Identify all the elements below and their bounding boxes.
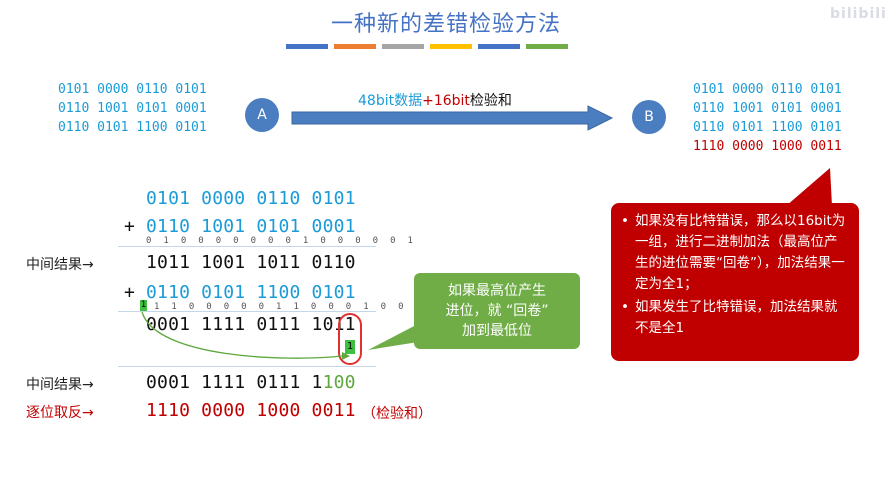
checksum-note: （检验和） [362, 406, 432, 422]
verification-callout: 如果没有比特错误，那么以16bit为一组，进行二进制加法（最高位产生的进位需要“… [611, 203, 859, 361]
stripe-3 [382, 44, 424, 49]
red-callout-pointer [786, 168, 832, 206]
intermediate-result-2: 0001 1111 0111 1100 [146, 372, 356, 394]
sum-divider-1 [118, 246, 376, 247]
stripe-6 [526, 44, 568, 49]
wraparound-highlight [338, 313, 362, 365]
intermediate-label-1: 中间结果→ [26, 257, 94, 273]
green-callout-pointer [368, 324, 418, 350]
node-b-circle: B [632, 100, 666, 134]
receiver-checksum-line: 1110 0000 1000 0011 [693, 139, 842, 154]
raw-sum: 0001 1111 0111 1011 [146, 314, 356, 335]
callout-line: 如果最高位产生 [448, 283, 546, 299]
wrapped-bit: 1 [345, 340, 355, 354]
transfer-plus: + [422, 93, 434, 109]
verification-bullet-2: 如果发生了比特错误，加法结果就不是全1 [621, 297, 849, 339]
receiver-data-line: 0101 0000 0110 0101 [693, 82, 842, 97]
verification-list: 如果没有比特错误，那么以16bit为一组，进行二进制加法（最高位产生的进位需要“… [621, 211, 849, 339]
node-a-circle: A [245, 98, 279, 132]
slide-title: 一种新的差错检验方法 [330, 12, 561, 37]
receiver-data-block: 0101 0000 0110 0101 0110 1001 0101 0001 … [693, 80, 842, 156]
title-underline-stripes [286, 44, 568, 49]
carry-out-marker: 1 [140, 300, 147, 311]
sender-data-line: 0110 1001 0101 0001 [58, 101, 207, 116]
carry-row-2: 1 1 0 0 0 0 0 1 1 0 0 0 1 0 0 [154, 302, 407, 312]
sender-data-block: 0101 0000 0110 0101 0110 1001 0101 0001 … [58, 80, 207, 137]
transfer-data-text: 48bit数据 [358, 93, 423, 109]
operand-1: 0101 0000 0110 0101 [146, 188, 356, 209]
wraparound-arrow-icon [141, 311, 350, 360]
stripe-1 [286, 44, 328, 49]
carry-row-1: 0 1 0 0 0 0 0 0 0 1 0 0 0 0 0 1 [146, 236, 417, 246]
callout-line: 进位，就 “回卷” [445, 303, 549, 319]
watermark-logo: bilibili [830, 6, 887, 22]
operand-3: 0110 0101 1100 0101 [146, 282, 356, 303]
intermediate-result-1: 1011 1001 1011 0110 [146, 252, 356, 273]
stripe-5 [478, 44, 520, 49]
stripe-4 [430, 44, 472, 49]
invert-label: 逐位取反→ [26, 405, 94, 421]
sum-divider-2 [118, 311, 376, 312]
intermediate-result-2-main: 0001 1111 0111 1 [146, 372, 323, 393]
sender-data-line: 0110 0101 1100 0101 [58, 120, 207, 135]
checksum-result: 1110 0000 1000 0011 [146, 400, 356, 421]
stripe-2 [334, 44, 376, 49]
plus-sign-1: + [124, 216, 136, 237]
sender-data-line: 0101 0000 0110 0101 [58, 82, 207, 97]
operand-2: 0110 1001 0101 0001 [146, 216, 356, 237]
wraparound-callout: 如果最高位产生 进位，就 “回卷” 加到最低位 [414, 273, 580, 349]
plus-sign-2: + [124, 282, 136, 303]
receiver-data-line: 0110 1001 0101 0001 [693, 101, 842, 116]
transfer-checksum-bits: 16bit [433, 93, 470, 109]
transfer-label: 48bit数据+16bit检验和 [358, 90, 512, 110]
transfer-arrow-icon [291, 105, 614, 131]
receiver-data-line: 0110 0101 1100 0101 [693, 120, 842, 135]
callout-line: 加到最低位 [462, 323, 532, 339]
verification-bullet-1: 如果没有比特错误，那么以16bit为一组，进行二进制加法（最高位产生的进位需要“… [621, 211, 849, 295]
intermediate-result-2-tail: 100 [322, 372, 356, 393]
sum-divider-3 [118, 366, 376, 367]
transfer-checksum-text: 检验和 [469, 93, 512, 109]
intermediate-label-2: 中间结果→ [26, 377, 94, 393]
